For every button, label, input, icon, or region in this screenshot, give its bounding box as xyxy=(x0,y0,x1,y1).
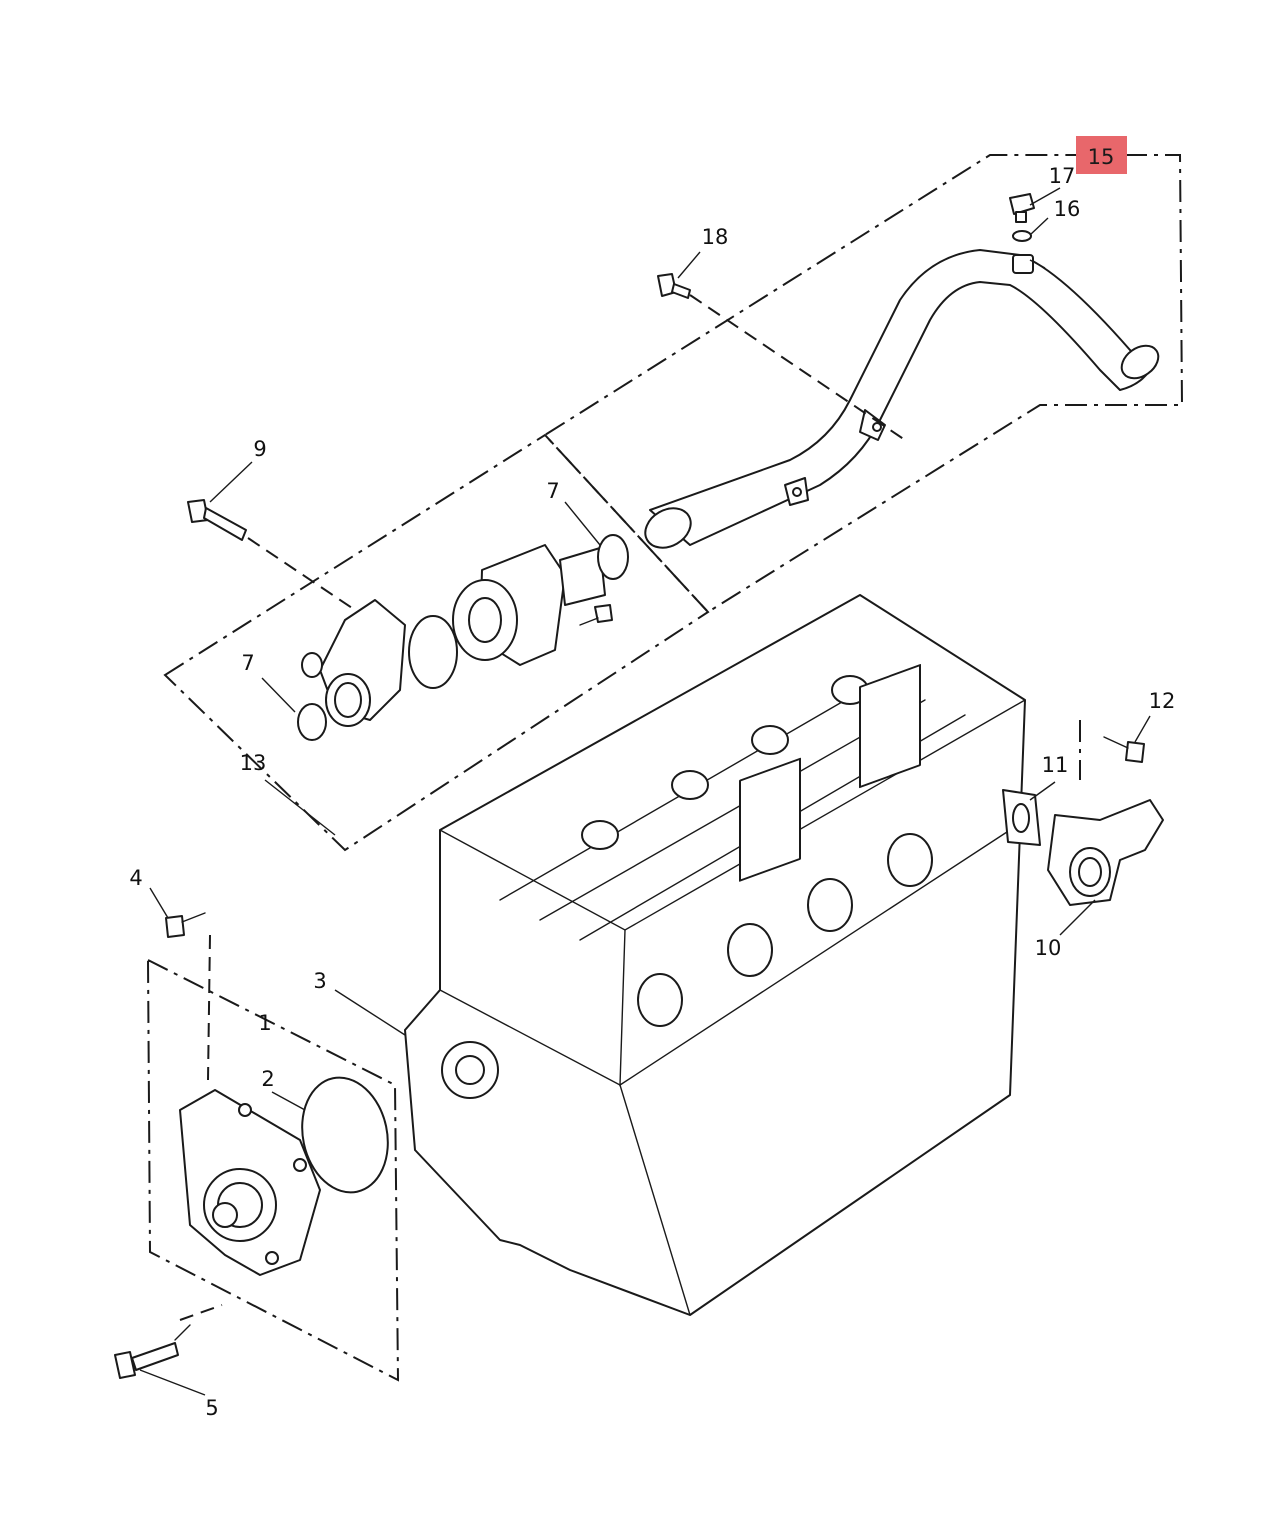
thermostat-bolt xyxy=(579,604,613,626)
washer-16 xyxy=(1012,230,1032,242)
o-ring-large xyxy=(408,615,458,689)
water-pump-1 xyxy=(179,1089,321,1276)
callout-4: 4 xyxy=(129,866,142,890)
callout-11: 11 xyxy=(1042,753,1069,777)
bolt-18 xyxy=(657,273,691,299)
callout-12: 12 xyxy=(1149,689,1176,713)
coolant-pipe xyxy=(644,249,1160,549)
callout-15-highlight xyxy=(1076,136,1127,174)
callout-1: 1 xyxy=(258,1011,271,1035)
bolt-4 xyxy=(165,912,206,938)
gasket-2 xyxy=(301,1076,389,1194)
engine-block xyxy=(404,594,1026,1316)
pipe-bracket-spacer xyxy=(1012,254,1034,274)
thermostat xyxy=(452,544,606,666)
bolt-9 xyxy=(187,499,247,541)
callout-7-lower: 7 xyxy=(241,651,254,675)
callout-13: 13 xyxy=(240,751,267,775)
group-box-water-pump xyxy=(147,959,400,1382)
callout-5: 5 xyxy=(205,1396,218,1420)
callout-10: 10 xyxy=(1035,936,1062,960)
group-box-thermostat-housing xyxy=(163,433,710,852)
callout-18: 18 xyxy=(702,225,729,249)
group-box-coolant-pipe xyxy=(543,154,1184,614)
outlet-elbow-10 xyxy=(1047,799,1164,906)
gasket-11 xyxy=(1002,789,1041,846)
callout-15: 15 xyxy=(1088,145,1115,169)
o-ring-7-upper xyxy=(597,534,629,580)
o-ring-7-lower xyxy=(297,703,327,741)
callout-17: 17 xyxy=(1049,164,1076,188)
bolt-17 xyxy=(1009,193,1035,223)
stud-5 xyxy=(114,1324,191,1379)
callout-9: 9 xyxy=(253,437,266,461)
bolt-12 xyxy=(1103,736,1145,763)
callout-2: 2 xyxy=(261,1067,274,1091)
thermostat-housing xyxy=(301,599,406,727)
callout-3: 3 xyxy=(313,969,326,993)
callout-7-upper: 7 xyxy=(546,479,559,503)
callout-16: 16 xyxy=(1054,197,1081,221)
